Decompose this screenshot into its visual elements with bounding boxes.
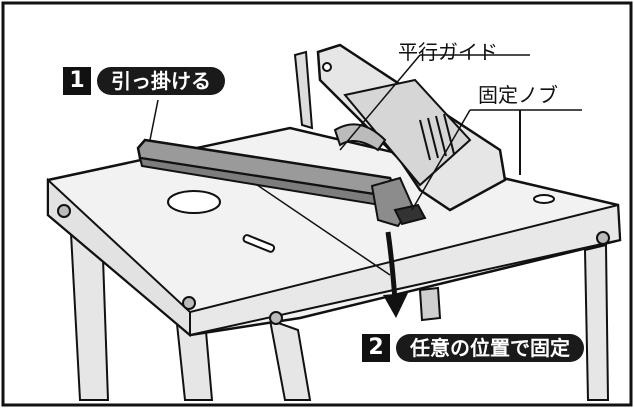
- leader-guide: [339, 54, 421, 151]
- bolt-3: [269, 311, 283, 325]
- step-2-number: 2: [362, 334, 390, 362]
- slot-hole: [242, 234, 276, 253]
- guard-pivot: [322, 62, 332, 72]
- leader-step1: [149, 99, 159, 141]
- step-1-badge: 1 引っ掛ける: [63, 66, 225, 96]
- lower-bracket: [418, 286, 442, 322]
- step-2-badge: 2 任意の位置で固定: [362, 333, 584, 363]
- step-1-text: 引っ掛ける: [97, 67, 225, 95]
- leader-knob: [411, 109, 471, 211]
- parallel-guide-label: 平行ガイド: [398, 40, 498, 64]
- right-slot: [533, 194, 555, 204]
- guard-vents: [419, 113, 455, 161]
- round-hole: [167, 190, 221, 214]
- step-2-text: 任意の位置で固定: [396, 334, 584, 362]
- move-arrow-head: [383, 293, 408, 318]
- bolt-2: [182, 296, 196, 310]
- move-arrow-shaft: [385, 231, 398, 301]
- bolt-4: [596, 231, 610, 245]
- step-1-number: 1: [63, 67, 91, 95]
- fixing-knob-label: 固定ノブ: [478, 83, 558, 107]
- table-edge-front: [189, 203, 622, 337]
- bolt-1: [57, 204, 71, 218]
- rear-post: [293, 50, 314, 130]
- front-right-leg: [583, 243, 610, 401]
- front-leg-2: [268, 318, 312, 401]
- fixing-knob-shape: [393, 203, 427, 226]
